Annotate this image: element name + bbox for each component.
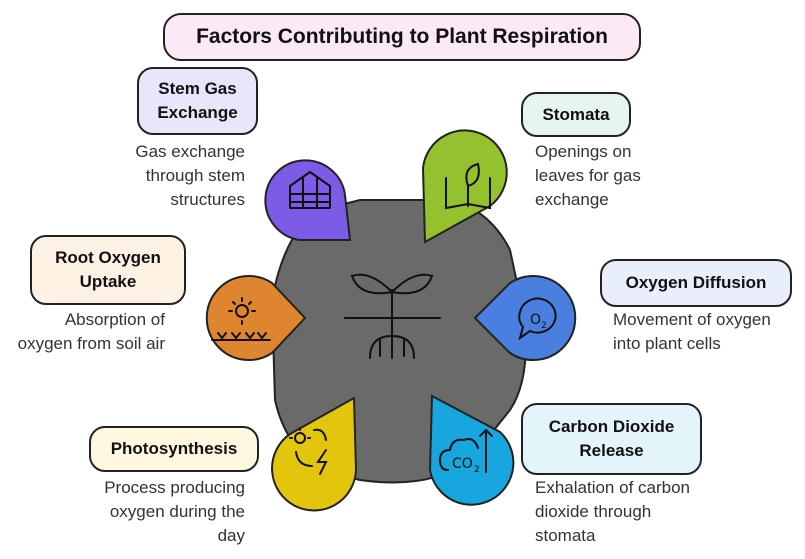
label-oxygen-diffusion: Oxygen Diffusion	[600, 259, 792, 307]
sun-soil-icon	[211, 297, 271, 341]
sun-energy-cycle-icon	[289, 427, 328, 475]
label-stem-gas-exchange: Stem Gas Exchange	[137, 67, 258, 135]
desc-stomata: Openings on leaves for gas exchange	[535, 142, 641, 209]
svg-text:CO: CO	[452, 456, 473, 472]
desc-photosynthesis: Process producing oxygen during the day	[104, 478, 245, 545]
desc-stem-gas-exchange: Gas exchange through stem structures	[135, 142, 245, 209]
pin-oxygen-diffusion	[473, 275, 577, 361]
co2-cloud-up-icon: CO 2	[438, 428, 493, 475]
svg-text:2: 2	[474, 465, 480, 475]
desc-oxygen-diffusion: Movement of oxygen into plant cells	[613, 310, 771, 353]
leaf-book-icon	[445, 162, 491, 210]
diagram-title: Factors Contributing to Plant Respiratio…	[163, 13, 641, 61]
sprout-roots-icon	[344, 273, 441, 359]
pin-photosynthesis	[271, 396, 358, 512]
label-stomata: Stomata	[521, 92, 631, 137]
label-root-oxygen-uptake: Root Oxygen Uptake	[30, 235, 186, 305]
greenhouse-icon	[289, 171, 331, 209]
pin-carbon-dioxide-release	[428, 394, 515, 506]
svg-text:2: 2	[541, 321, 547, 331]
pin-stomata	[421, 129, 508, 244]
pin-root-oxygen-uptake	[205, 275, 307, 361]
label-photosynthesis: Photosynthesis	[89, 426, 259, 472]
svg-text:O: O	[530, 312, 541, 328]
desc-root-oxygen-uptake: Absorption of oxygen from soil air	[17, 310, 165, 353]
desc-carbon-dioxide-release: Exhalation of carbon dioxide through sto…	[535, 478, 690, 545]
pin-stem-gas-exchange	[264, 159, 352, 241]
o2-bubble-icon: O 2	[518, 297, 557, 341]
label-carbon-dioxide-release: Carbon Dioxide Release	[521, 403, 702, 475]
